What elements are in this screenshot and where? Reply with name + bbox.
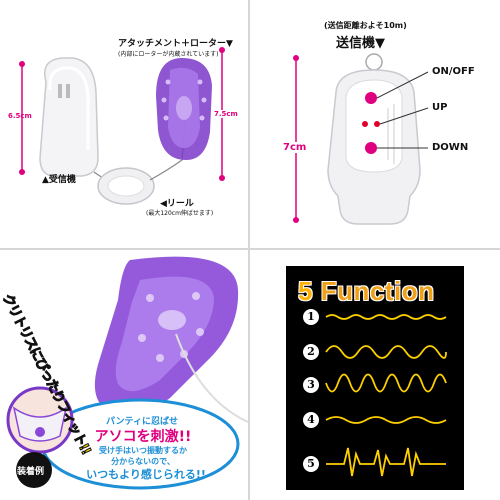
onoff-button-dot (365, 92, 377, 104)
function-number-5: 5 (303, 456, 319, 472)
rotor-attachment (156, 58, 212, 160)
transmitter-device (327, 53, 421, 225)
bubble-line-1: パンティに忍ばせ (106, 417, 178, 427)
dim-label-left: 6.5cm (8, 112, 32, 120)
bubble-line-5: いつもより感じられる!! (86, 468, 206, 481)
receiver-device (39, 57, 99, 177)
bubble-line-2: アソコを刺激!! (94, 429, 192, 445)
wave-2 (325, 345, 447, 359)
divider-vertical (248, 0, 250, 500)
attachment-label: アタッチメント＋ローター▼ (118, 39, 233, 49)
receiver-rotor-illustration (19, 47, 225, 205)
reel-note: (最大120cm伸ばせます) (146, 210, 214, 217)
wave-1 (325, 314, 447, 320)
usage-illustration (6, 256, 248, 490)
wearing-badge (16, 452, 52, 488)
transmitter-illustration (293, 53, 429, 225)
wave-5 (326, 447, 446, 477)
function-number-1: 1 (303, 309, 319, 325)
wearing-label: 装着例 (17, 467, 45, 477)
range-note: (送信距離およそ10m) (324, 21, 407, 30)
functions-title-number: 5 (298, 276, 313, 306)
down-label: DOWN (432, 142, 469, 153)
attachment-note: (内部にローターが内蔵されています) (118, 51, 219, 58)
function-number-3: 3 (303, 377, 319, 393)
bubble-line-3: 受け手はいつ振動するか (99, 446, 187, 455)
wave-3 (325, 373, 447, 393)
onoff-label: ON/OFF (432, 66, 475, 77)
functions-title: 5 Function (298, 276, 434, 307)
functions-title-word: Function (320, 276, 435, 306)
attachment-closeup (94, 256, 248, 423)
bubble-line-4: 分からないので、 (111, 457, 175, 466)
function-number-2: 2 (303, 344, 319, 360)
up-label: UP (432, 102, 448, 113)
dim-label-right: 7.5cm (214, 110, 238, 118)
divider-horizontal (0, 248, 500, 250)
wave-4 (325, 416, 447, 424)
receiver-label: ▲受信機 (42, 175, 76, 185)
dim-label-transmitter: 7cm (283, 142, 307, 153)
function-number-4: 4 (303, 412, 319, 428)
transmitter-label: 送信機▼ (336, 36, 385, 51)
reel-label: ◀リール (160, 199, 194, 209)
